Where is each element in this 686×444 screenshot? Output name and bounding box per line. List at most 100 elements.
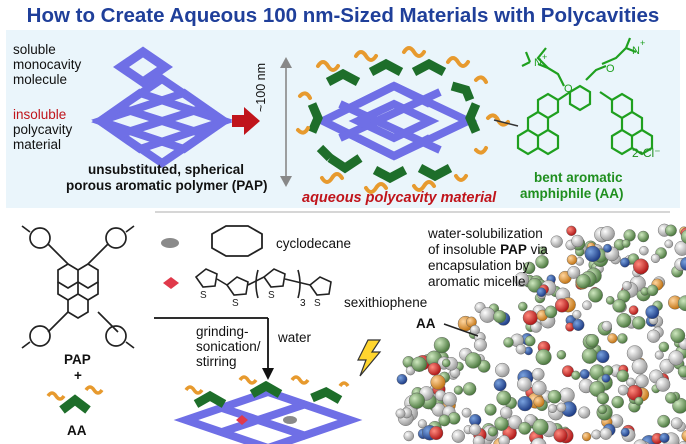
atom-sphere	[596, 392, 610, 405]
atom-sphere	[602, 365, 614, 376]
atom-sphere	[493, 378, 507, 392]
process-line-2: sonication/	[196, 339, 261, 354]
insoluble-label-line-1: polycavity	[13, 122, 73, 137]
atom-sphere	[535, 255, 549, 269]
atom-sphere	[503, 337, 514, 348]
svg-text:O: O	[564, 83, 573, 95]
atom-sphere	[617, 384, 629, 396]
svg-text:N: N	[632, 45, 640, 57]
atom-sphere	[633, 258, 649, 275]
atom-sphere	[657, 414, 671, 428]
atom-sphere	[441, 358, 451, 368]
svg-text:S: S	[268, 290, 275, 301]
atom-sphere	[465, 352, 482, 369]
solubilization-via: via	[530, 242, 548, 257]
atom-sphere	[621, 239, 631, 248]
amphiphile-caption-line-2: amphiphile (AA)	[520, 186, 624, 201]
atom-sphere	[429, 426, 444, 441]
atom-sphere	[581, 432, 592, 442]
pointer-line	[493, 119, 519, 127]
cyclodecane-ring-icon	[211, 225, 263, 257]
atom-sphere	[461, 407, 472, 418]
atom-sphere	[536, 287, 547, 298]
atom-sphere	[522, 310, 538, 326]
atom-sphere	[438, 414, 451, 427]
atom-sphere	[631, 358, 648, 375]
atom-sphere	[514, 272, 529, 287]
pap-label: PAP	[64, 352, 91, 367]
atom-sphere	[635, 374, 649, 388]
aa-chevron-icon	[46, 385, 104, 414]
size-scale-arrow-icon	[280, 57, 292, 187]
atom-sphere	[544, 305, 558, 319]
solubilization-line-3: encapsulation by	[428, 258, 530, 273]
atom-sphere	[517, 396, 533, 412]
atom-sphere	[634, 396, 644, 406]
atom-sphere	[550, 235, 563, 248]
aqueous-caption: aqueous polycavity material	[302, 190, 497, 206]
atom-sphere	[531, 380, 547, 396]
pap-caption-line-1: unsubstituted, spherical	[88, 162, 245, 177]
atom-sphere	[605, 296, 615, 305]
insoluble-word: insoluble	[13, 107, 67, 122]
atom-sphere	[548, 404, 557, 413]
atom-sphere	[659, 432, 670, 444]
atom-sphere	[674, 240, 686, 256]
atom-sphere	[473, 338, 487, 352]
page-title: How to Create Aqueous 100 nm-Sized Mater…	[26, 4, 660, 27]
atom-sphere	[639, 245, 649, 256]
solubilization-pap: PAP	[500, 242, 527, 257]
size-label: ~100 nm	[254, 63, 268, 112]
soluble-label-line-1: soluble	[13, 42, 56, 57]
svg-text:S: S	[232, 298, 239, 309]
energy-lightning-icon	[357, 339, 382, 377]
atom-sphere	[396, 373, 408, 385]
atom-sphere	[524, 335, 536, 347]
atom-sphere	[664, 239, 674, 249]
atom-sphere	[665, 224, 677, 237]
atom-sphere	[553, 428, 568, 443]
atom-sphere	[611, 395, 624, 409]
sexithiophene-label: sexithiophene	[344, 295, 428, 310]
aa-pointer-line	[443, 323, 479, 337]
atom-sphere	[571, 234, 584, 248]
atom-sphere	[670, 328, 686, 343]
amphiphile-caption-line-1: bent aromatic	[534, 170, 623, 185]
atom-sphere	[654, 350, 664, 360]
amphiphile-shell-icon	[307, 58, 481, 184]
atom-sphere	[650, 253, 661, 264]
atom-sphere	[607, 333, 618, 344]
solubilization-line-4: aromatic micelle	[428, 274, 526, 289]
solubilization-line-2a: of insoluble PAP via	[428, 242, 548, 257]
atom-sphere	[531, 367, 545, 381]
atom-sphere	[487, 426, 498, 437]
atom-sphere	[496, 390, 512, 406]
svg-text:+: +	[542, 52, 547, 62]
red-guest-icon	[163, 277, 179, 289]
atom-sphere	[556, 402, 567, 413]
atom-sphere	[532, 418, 549, 436]
atom-sphere	[620, 257, 630, 268]
atom-sphere	[518, 301, 528, 312]
atom-sphere	[677, 365, 686, 378]
atom-sphere	[576, 273, 591, 289]
product-micelle-icon	[173, 375, 363, 444]
atom-sphere	[453, 385, 464, 395]
atom-sphere	[554, 298, 570, 313]
atom-sphere	[601, 320, 612, 332]
atom-sphere	[680, 256, 686, 271]
svg-text:S: S	[314, 298, 321, 309]
aa-label: AA	[67, 423, 87, 438]
atom-sphere	[427, 362, 442, 376]
atom-sphere	[633, 439, 648, 444]
aa-pointer-label: AA	[416, 316, 436, 331]
atom-sphere	[616, 369, 629, 383]
atom-sphere	[637, 230, 649, 243]
atom-sphere	[628, 305, 639, 316]
subscript-3: 3	[300, 298, 306, 309]
insoluble-label-line-2: material	[13, 137, 62, 152]
soluble-label-line-3: molecule	[13, 72, 68, 87]
atom-sphere	[646, 284, 659, 296]
